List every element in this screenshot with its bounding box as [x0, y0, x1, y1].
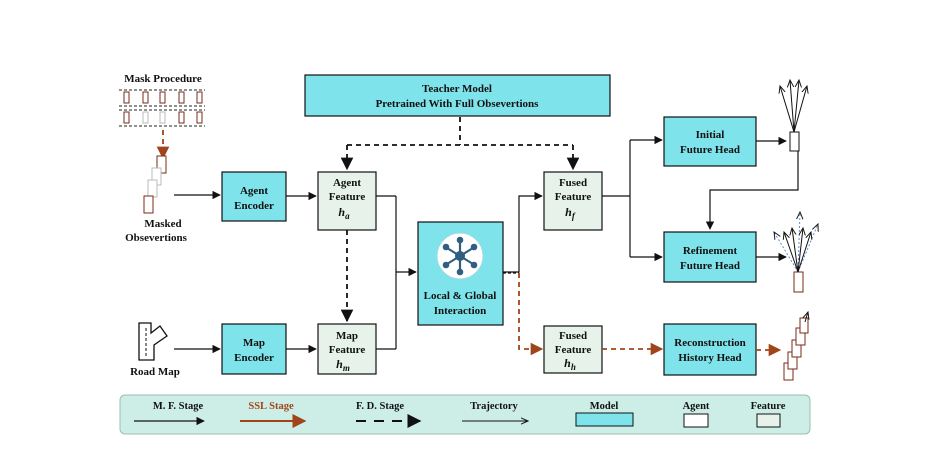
map-feature-line2: Feature	[329, 344, 366, 356]
fused-feature-f-line2: Feature	[555, 191, 592, 203]
mask-sequence-masked	[119, 109, 205, 127]
agent-encoder-line1: Agent	[240, 185, 268, 197]
legend-fd-stage: F. D. Stage	[356, 401, 422, 428]
mask-procedure-title: Mask Procedure	[124, 73, 202, 85]
refined-trajectory-fan-icon	[774, 212, 818, 293]
initial-to-refinement-feedback-arrow	[705, 151, 799, 230]
legend-mf-stage-label: M. F. Stage	[153, 401, 204, 412]
legend-agent-label: Agent	[683, 401, 710, 412]
agent-feature-line2: Feature	[329, 191, 366, 203]
interaction-line2: Interaction	[434, 305, 487, 317]
fused-feature-h-line1: Fused	[559, 330, 587, 342]
initial-future-head-line1: Initial	[696, 129, 725, 141]
map-encoder-line1: Map	[243, 337, 265, 349]
agent-feature-box: Agent Feature ha	[317, 171, 377, 231]
refinement-future-head-line2: Future Head	[680, 260, 740, 272]
reconstruction-history-head-line2: History Head	[678, 352, 741, 364]
teacher-model-line2: Pretrained With Full Obsevertions	[376, 98, 540, 110]
legend-mf-stage: M. F. Stage	[134, 401, 205, 426]
map-feature-box: Map Feature hm	[317, 323, 377, 375]
agent-encoder-box: Agent Encoder	[221, 171, 287, 222]
fused-feature-h-symbol: hh	[564, 356, 576, 372]
fused-feature-f-line1: Fused	[559, 177, 587, 189]
legend-ssl-stage: SSL Stage	[240, 401, 307, 428]
interaction-box: Local & Global Interaction	[417, 221, 504, 326]
legend: M. F. Stage SSL Stage F. D. Stage Trajec…	[119, 394, 811, 435]
legend-feature: Feature	[751, 401, 786, 428]
masked-observations-line1: Masked	[144, 218, 181, 230]
initial-future-head-box: Initial Future Head	[663, 116, 757, 167]
agent-feature-symbol: ha	[338, 205, 350, 221]
reconstruction-history-head-box: Reconstruction History Head	[663, 323, 757, 376]
map-feature-symbol: hm	[336, 357, 350, 373]
road-map-label: Road Map	[130, 366, 180, 378]
agent-encoder-line2: Encoder	[234, 200, 274, 212]
refinement-future-head-box: Refinement Future Head	[663, 231, 757, 283]
reconstructed-history-icon	[783, 312, 808, 381]
legend-trajectory: Trajectory	[462, 401, 528, 421]
interaction-to-fused-h-arrow	[518, 273, 544, 356]
masked-observations-icon	[143, 155, 167, 214]
legend-fd-stage-label: F. D. Stage	[356, 401, 404, 412]
map-feature-line1: Map	[336, 330, 358, 342]
legend-model-label: Model	[590, 401, 619, 412]
mask-sequence-full	[119, 89, 205, 107]
road-map-icon	[138, 322, 168, 361]
interaction-to-fused-f-arrow	[503, 191, 543, 273]
fused-feature-h-line2: Feature	[555, 344, 592, 356]
legend-ssl-stage-label: SSL Stage	[248, 401, 294, 412]
map-encoder-line2: Encoder	[234, 352, 274, 364]
fused-feature-f-box: Fused Feature hf	[543, 171, 603, 231]
fused-feature-h-box: Fused Feature hh	[543, 325, 603, 374]
fused-feature-f-symbol: hf	[565, 205, 576, 221]
interaction-line1: Local & Global	[424, 290, 497, 302]
reconstruction-history-head-line1: Reconstruction	[674, 337, 746, 349]
agent-feature-line1: Agent	[333, 177, 361, 189]
refinement-future-head-line1: Refinement	[683, 245, 738, 257]
teacher-model-line1: Teacher Model	[422, 83, 492, 95]
masked-observations-line2: Obsevertions	[125, 232, 187, 244]
teacher-distillation-dashed-arrows	[340, 117, 580, 171]
legend-agent: Agent	[683, 401, 710, 428]
network-icon	[436, 232, 484, 280]
legend-trajectory-label: Trajectory	[470, 401, 518, 412]
initial-future-head-line2: Future Head	[680, 144, 740, 156]
initial-trajectory-fan-icon	[780, 80, 807, 152]
legend-feature-label: Feature	[751, 401, 786, 412]
map-encoder-box: Map Encoder	[221, 323, 287, 375]
legend-model: Model	[575, 401, 634, 427]
teacher-model-box: Teacher Model Pretrained With Full Obsev…	[304, 74, 611, 117]
